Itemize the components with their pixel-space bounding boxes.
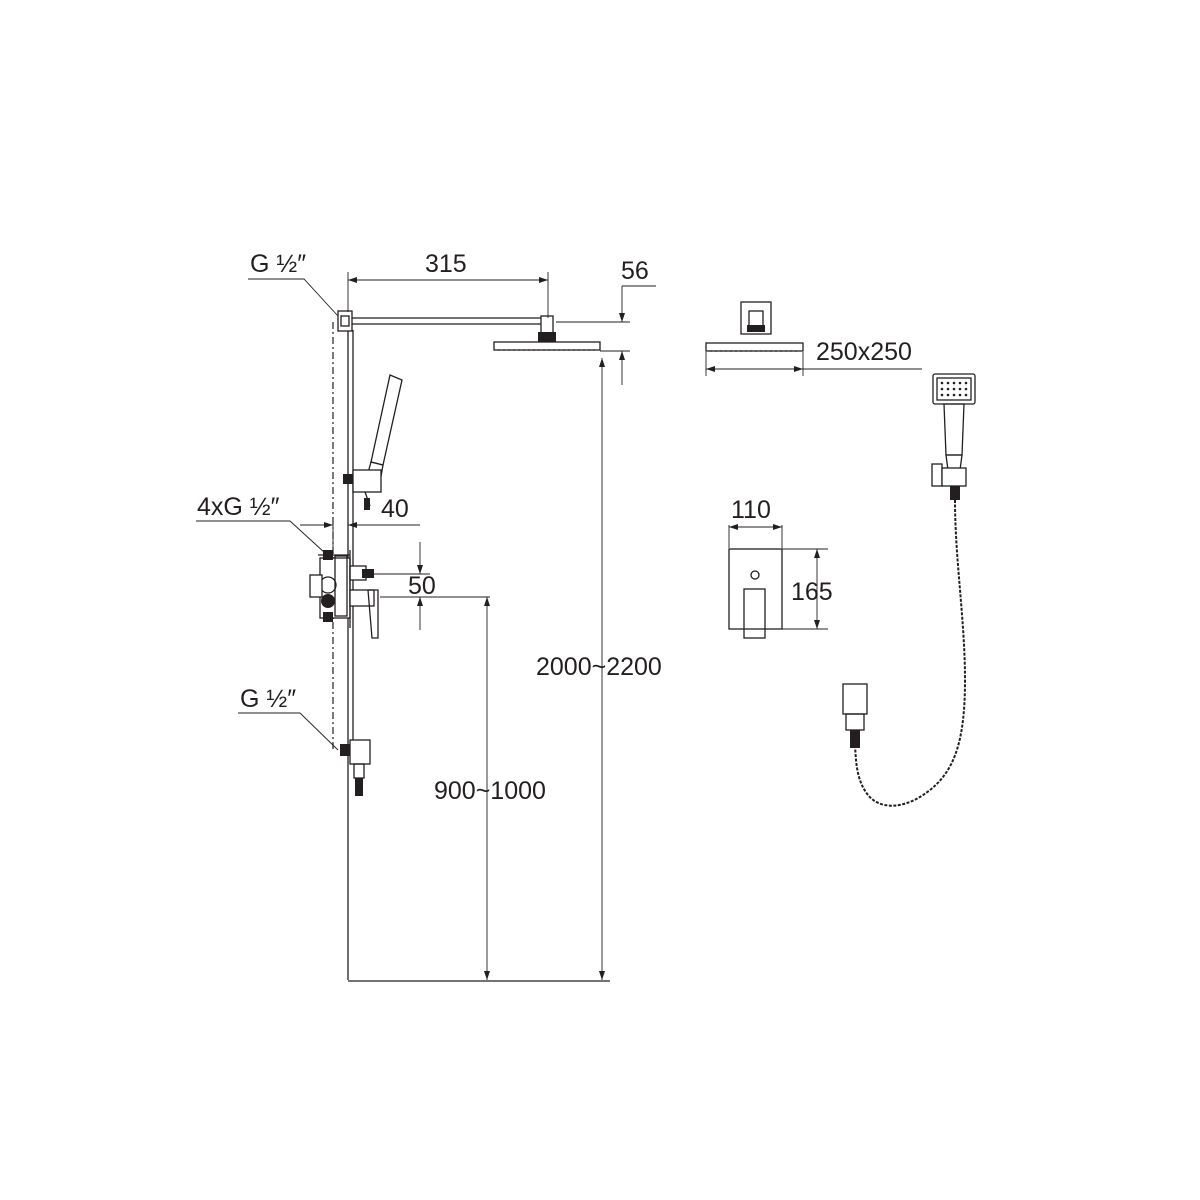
label-total-height: 2000~2200 (536, 653, 662, 681)
top-wall-connector-inner (340, 315, 350, 327)
label-holder-offset: 40 (381, 495, 409, 523)
bottom-wall-connector (340, 739, 371, 796)
dimension-lines (300, 272, 656, 980)
label-head-height: 56 (621, 257, 649, 285)
mixer-handle (367, 589, 379, 639)
label-mixer-height: 900~1000 (434, 777, 546, 805)
hand-shower-head (370, 374, 403, 466)
head-connector (540, 315, 554, 335)
label-thread-mixer: 4xG ½″ (197, 493, 280, 521)
head-plate (705, 342, 804, 352)
label-head-size: 250x250 (816, 338, 912, 366)
label-thread-bottom: G ½″ (240, 685, 296, 713)
label-arm-length: 315 (425, 250, 467, 278)
label-thread-top: G ½″ (250, 250, 306, 278)
labels: G ½″ 4xG ½″ G ½″ 315 56 40 50 2000~2200 … (197, 250, 912, 805)
leader-bottom (238, 712, 339, 751)
label-mixer-offset: 50 (408, 572, 436, 600)
mixer-lever (743, 588, 766, 639)
wall-outlet-elbow (842, 683, 868, 715)
shower-column-side-view (196, 278, 610, 982)
hand-shower-set (842, 373, 976, 807)
mixer-plate (728, 548, 783, 630)
top-wall-connector (337, 310, 353, 332)
rain-head-top-view (705, 301, 922, 376)
head-swivel (538, 332, 556, 342)
label-plate-width: 110 (731, 496, 771, 524)
label-plate-height: 165 (791, 578, 833, 606)
hand-holder-hose-nut (364, 498, 370, 510)
holder-clip (931, 463, 943, 487)
leader-top (248, 278, 339, 317)
hand-shower-body (943, 403, 965, 456)
mixer-plate-front-view (728, 524, 828, 639)
concealed-mixer-body (309, 550, 379, 639)
mixer-handle-base (349, 589, 375, 607)
hand-holder-mount (343, 474, 353, 484)
hand-holder-bracket (352, 469, 382, 493)
hose (854, 499, 967, 807)
hand-shower-side (343, 374, 403, 510)
leader-mixer (196, 520, 326, 554)
rain-head-side (493, 341, 601, 351)
head-mount-box (740, 301, 772, 335)
